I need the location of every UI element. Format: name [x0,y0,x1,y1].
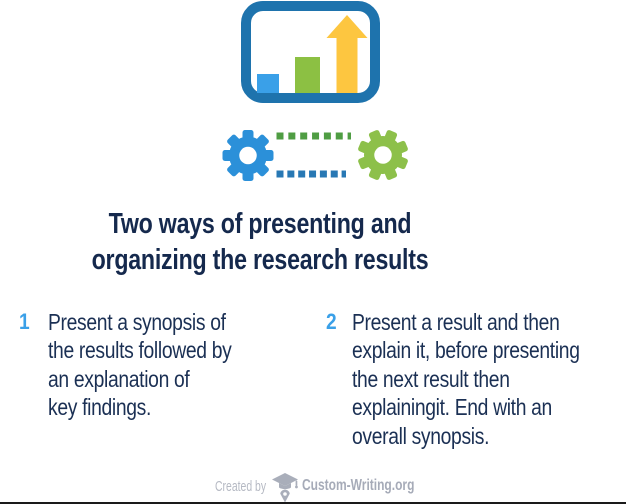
text-line: overall synopsis. [352,422,490,449]
text-line: key findings. [48,394,152,421]
text-line: the results followed by [48,337,232,364]
item-2-number: 2 [326,309,337,334]
text-line: an explanation of [48,365,190,392]
bottom-border-line [0,502,626,504]
tassel [295,480,298,486]
chart-bar-green [295,57,320,93]
bar-chart-growth-icon [241,1,380,103]
pen-nib-hole [283,492,287,496]
page-title: Two ways of presenting and organizing th… [68,206,452,278]
tassel-end [295,485,298,489]
mortarboard [272,473,298,486]
item-1-text: Present a synopsis of the results follow… [48,308,232,422]
text-line: explain it, before presenting [352,337,580,364]
item-1-number: 1 [19,309,30,334]
brand-link[interactable]: Custom-Writing.org [302,477,415,494]
item-2-text: Present a result and then explain it, be… [352,308,580,450]
text-line: explainingit. End with an [352,394,552,421]
gear-green-hole [374,146,392,164]
pen-nib [280,489,290,503]
title-line-1: Two ways of presenting and [108,208,412,240]
gears-process-icon [222,121,412,189]
text-line: Present a result and then [352,309,560,335]
text-line: Present a synopsis of [48,309,226,335]
title-line-2: organizing the research results [91,244,429,276]
chart-bar-blue [257,74,279,93]
chart-arrow-up [326,15,368,93]
created-by-label: Created by [215,479,267,495]
graduation-cap-pen-icon [272,473,298,503]
text-line: the next result then [352,365,510,392]
cap-skirt [279,483,291,490]
gear-blue-hole [239,146,257,165]
